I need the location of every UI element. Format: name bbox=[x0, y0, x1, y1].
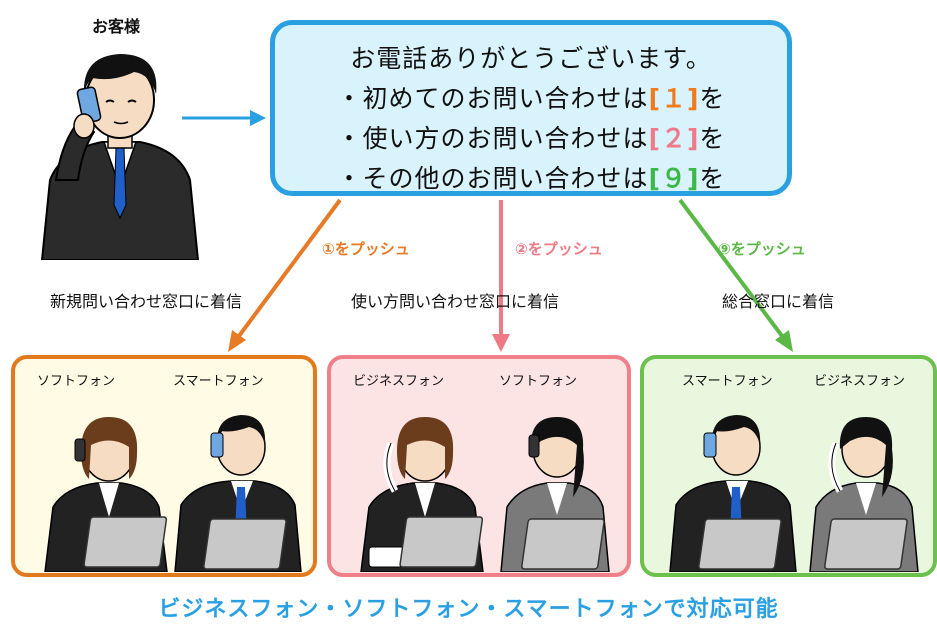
key-9: [９] bbox=[648, 164, 700, 193]
customer-illustration bbox=[40, 54, 200, 260]
push-label-2: ②をプッシュ bbox=[515, 240, 603, 258]
ivr-option-suffix: を bbox=[699, 124, 726, 153]
device-label: スマートフォン bbox=[682, 374, 773, 389]
ivr-option-9: ・その他のお問い合わせは[９]を bbox=[275, 159, 787, 195]
customer-label: お客様 bbox=[92, 17, 141, 36]
ivr-option-1: ・初めてのお問い合わせは[１]を bbox=[275, 79, 787, 115]
device-label: ソフトフォン bbox=[499, 374, 578, 389]
team-usage-inquiries: ビジネスフォン ソフトフォン bbox=[327, 355, 631, 577]
staff-illustration bbox=[669, 415, 919, 572]
push-label-9: ⑨をプッシュ bbox=[718, 240, 806, 258]
device-label: ビジネスフォン bbox=[353, 374, 445, 389]
route-arrow-1 bbox=[234, 198, 342, 342]
ivr-option-suffix: を bbox=[699, 164, 726, 193]
destination-usage-inquiries: 使い方問い合わせ窓口に着信 bbox=[351, 292, 560, 311]
ivr-option-suffix: を bbox=[699, 84, 726, 113]
route-arrowhead-2 bbox=[492, 334, 510, 352]
call-arrow bbox=[182, 110, 266, 126]
route-arrowhead-1 bbox=[228, 330, 246, 352]
destination-new-inquiries: 新規問い合わせ窓口に着信 bbox=[50, 292, 243, 311]
device-label: ソフトフォン bbox=[37, 374, 116, 389]
route-arrow-9 bbox=[678, 198, 787, 342]
push-label-1: ①をプッシュ bbox=[322, 240, 410, 258]
key-2: [２] bbox=[648, 124, 700, 153]
device-label: スマートフォン bbox=[173, 374, 264, 389]
team-general: スマートフォン ビジネスフォン bbox=[640, 355, 937, 577]
ivr-option-text: ・使い方のお問い合わせは bbox=[336, 124, 649, 153]
destination-general: 総合窓口に着信 bbox=[722, 292, 835, 311]
routing-arrows bbox=[228, 198, 793, 352]
team-new-inquiries: ソフトフォン スマートフォン bbox=[11, 355, 317, 577]
ivr-option-text: ・初めてのお問い合わせは bbox=[336, 84, 649, 113]
staff-illustration bbox=[360, 417, 610, 572]
key-1: [１] bbox=[648, 84, 700, 113]
tagline: ビジネスフォン・ソフトフォン・スマートフォンで対応可能 bbox=[158, 597, 779, 622]
ivr-greeting: お電話ありがとうございます。 bbox=[350, 44, 712, 73]
device-label: ビジネスフォン bbox=[814, 374, 906, 389]
ivr-option-2: ・使い方のお問い合わせは[２]を bbox=[275, 119, 787, 155]
route-arrowhead-9 bbox=[775, 330, 793, 352]
ivr-option-text: ・その他のお問い合わせは bbox=[336, 164, 649, 193]
staff-illustration bbox=[44, 415, 302, 572]
ivr-message-box: お電話ありがとうございます。 ・初めてのお問い合わせは[１]を ・使い方のお問い… bbox=[270, 20, 792, 196]
